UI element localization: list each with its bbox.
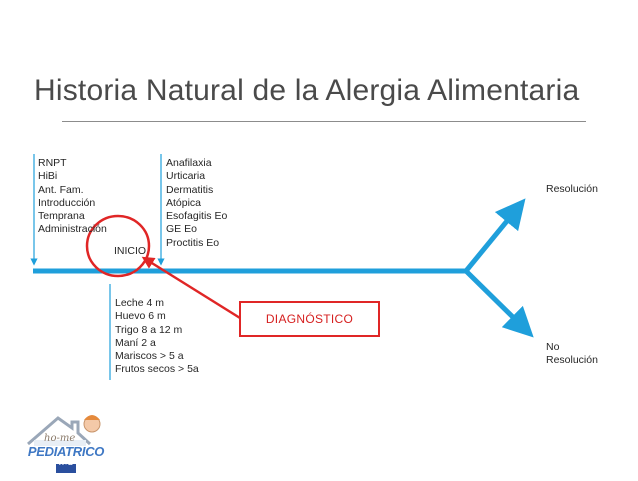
- branch-arrow-up: [464, 198, 526, 273]
- list-item: GE Eo: [166, 223, 197, 236]
- outcome-no-resolution-line2: Resolución: [546, 354, 598, 367]
- list-item: Huevo 6 m: [115, 310, 166, 323]
- list-item: Maní 2 a: [115, 336, 156, 349]
- outcome-no-resolution: No Resolución: [546, 341, 598, 368]
- list-item: Frutos secos > 5a: [115, 363, 199, 376]
- list-item: Dermatitis: [166, 183, 214, 196]
- svg-text:ho-me: ho-me: [44, 433, 75, 444]
- logo-house-icon: ho-me: [27, 415, 101, 473]
- list-item: Ant. Fam.: [38, 183, 84, 196]
- list-item: RNPT: [38, 157, 67, 169]
- list-item: Mariscos > 5 a: [115, 350, 184, 363]
- list-item: Trigo 8 a 12 m: [115, 323, 183, 336]
- list-item: Urticaria: [166, 170, 206, 183]
- outcome-no-resolution-line1: No: [546, 341, 560, 353]
- list-item: Temprana: [38, 210, 85, 223]
- risk-factors-list: RNPT HiBi Ant. Fam. Introducción Tempran…: [38, 157, 107, 237]
- slide-title: Historia Natural de la Alergia Alimentar…: [34, 74, 580, 107]
- list-item: HiBi: [38, 170, 58, 183]
- inicio-label: INICIO: [114, 245, 147, 257]
- branch-arrow-down: [464, 269, 534, 338]
- title-divider: [62, 121, 586, 122]
- list-item: Esofagitis Eo: [166, 210, 228, 223]
- list-item: Atópica: [166, 196, 202, 209]
- manifestations-list: Anafilaxia Urticaria Dermatitis Atópica …: [166, 157, 227, 250]
- inicio-highlight-circle: [85, 214, 151, 278]
- list-item: Administración: [38, 223, 107, 236]
- list-item: Introducción: [38, 196, 96, 209]
- logo-brand-text: PEDIATRICO: [27, 444, 105, 459]
- pointer-arrow: [141, 256, 241, 320]
- list-item: Leche 4 m: [115, 297, 165, 309]
- list-item: Proctitis Eo: [166, 236, 220, 249]
- logo-sub-text: H+B: [58, 460, 74, 467]
- diagnosis-label: DIAGNÓSTICO: [265, 312, 354, 326]
- onset-ages-list: Leche 4 m Huevo 6 m Trigo 8 a 12 m Maní …: [115, 297, 199, 377]
- diagnosis-box: DIAGNÓSTICO: [239, 301, 380, 337]
- outcome-resolution: Resolución: [546, 183, 598, 195]
- list-item: Anafilaxia: [166, 157, 212, 169]
- hospital-logo: ho-me PEDIATRICO H+B: [20, 410, 112, 476]
